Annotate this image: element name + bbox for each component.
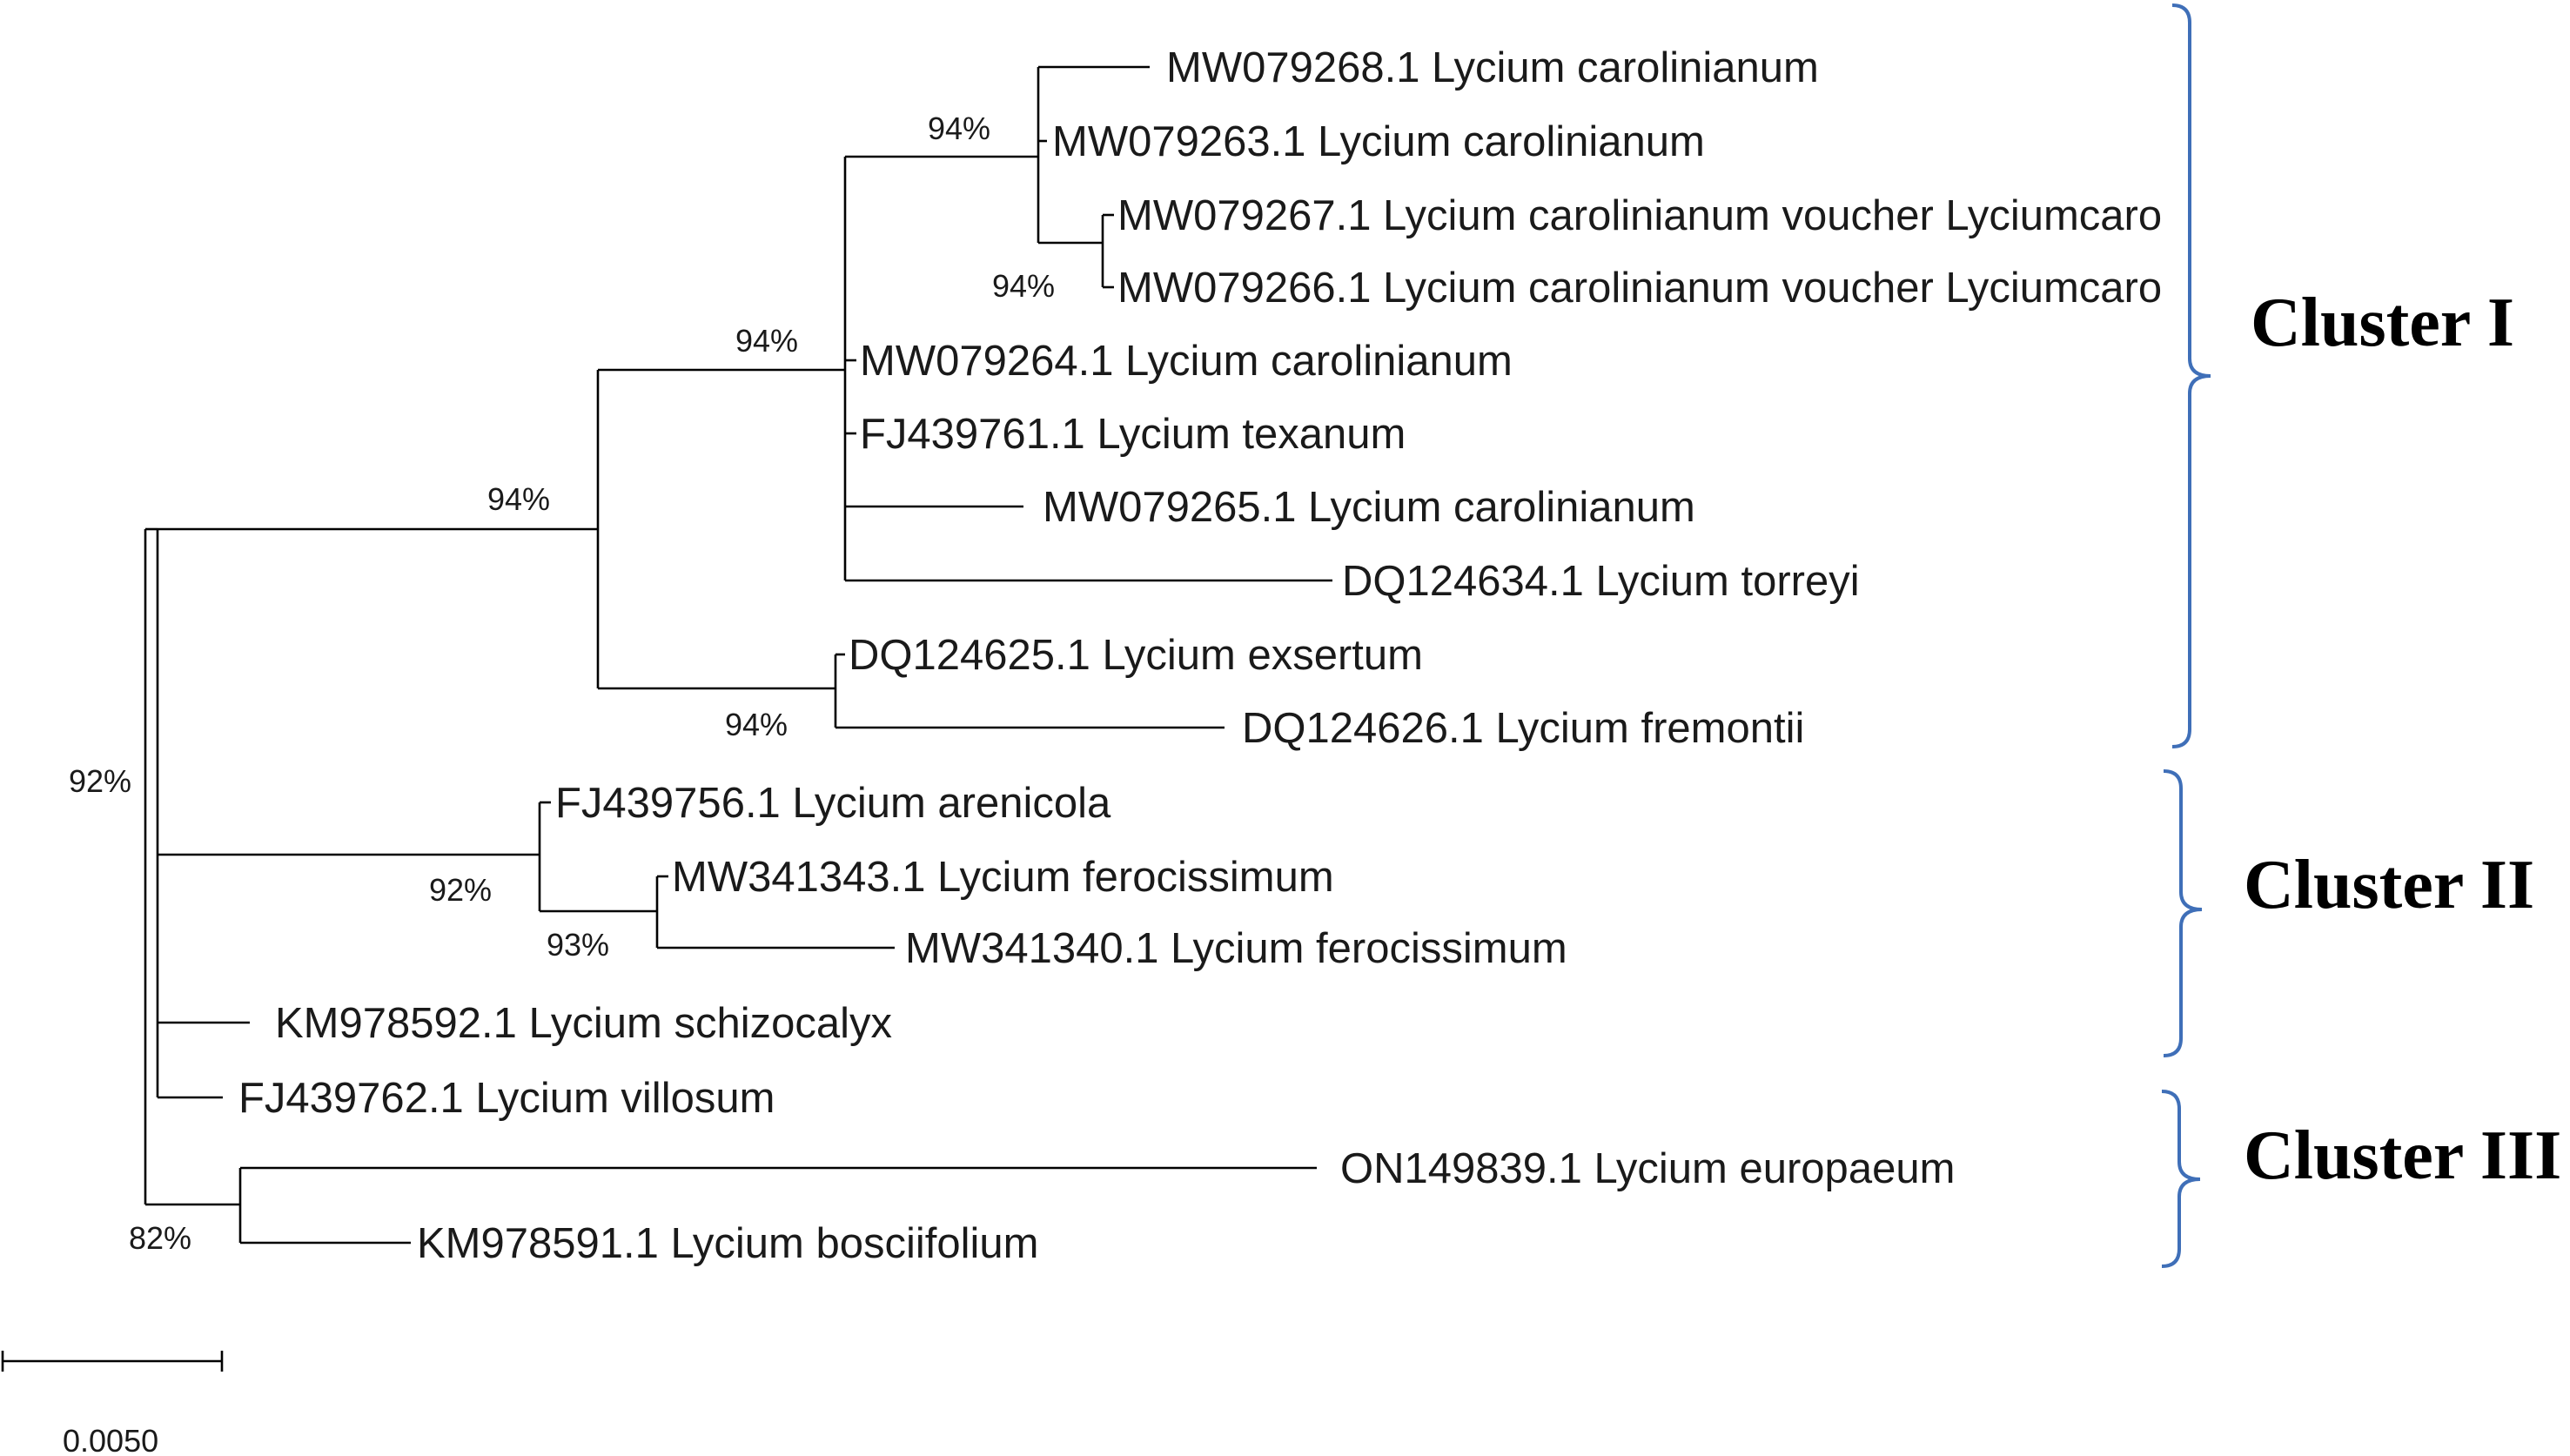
taxon-label: DQ124634.1 Lycium torreyi [1342,558,1860,605]
scale-bar-line [1,1351,224,1372]
taxon-label: FJ439762.1 Lycium villosum [238,1075,775,1122]
bootstrap-labels: 94% 94% 94% 94% 94% 92% 92% 93% 82% [69,111,1055,1256]
cluster-3-brace [2161,1090,2201,1268]
cluster-1-brace [2171,3,2211,748]
taxon-label: ON149839.1 Lycium europaeum [1340,1145,1955,1192]
bootstrap-label: 94% [725,707,788,742]
taxon-label: FJ439761.1 Lycium texanum [860,411,1406,458]
bootstrap-label: 93% [547,927,609,963]
bootstrap-label: 94% [928,111,990,146]
scale-bar-label: 0.0050 [63,1423,158,1456]
cluster-2-label: Cluster II [2244,847,2534,923]
taxon-label: MW079268.1 Lycium carolinianum [1166,44,1819,91]
bootstrap-label: 82% [129,1220,191,1256]
bootstrap-label: 92% [69,763,131,799]
cluster-brackets [2161,3,2211,1268]
scale-bar: 0.0050 [1,1351,224,1456]
taxon-label: MW079266.1 Lycium carolinianum voucher L… [1117,265,2162,312]
taxon-label: FJ439756.1 Lycium arenicola [555,780,1111,827]
taxon-label: MW079267.1 Lycium carolinianum voucher L… [1117,192,2162,239]
cluster-3-label: Cluster III [2244,1117,2561,1194]
taxon-label: MW079265.1 Lycium carolinianum [1043,484,1695,531]
taxon-labels: MW079268.1 Lycium carolinianum MW079263.… [238,44,2162,1267]
taxon-label: MW079263.1 Lycium carolinianum [1052,118,1705,165]
cluster-labels: Cluster I Cluster II Cluster III [2244,285,2561,1194]
cluster-1-label: Cluster I [2251,285,2514,361]
taxon-label: DQ124625.1 Lycium exsertum [849,632,1423,679]
cluster-2-brace [2163,769,2203,1057]
taxon-label: DQ124626.1 Lycium fremontii [1242,705,1804,752]
taxon-label: MW079264.1 Lycium carolinianum [860,338,1513,385]
bootstrap-label: 92% [429,872,492,908]
bootstrap-label: 94% [487,481,550,517]
taxon-label: KM978591.1 Lycium bosciifolium [417,1220,1038,1267]
bootstrap-label: 94% [735,323,798,359]
taxon-label: KM978592.1 Lycium schizocalyx [275,1000,892,1047]
bootstrap-label: 94% [992,268,1055,304]
taxon-label: MW341340.1 Lycium ferocissimum [905,925,1567,972]
tree-branches [144,65,1332,1245]
taxon-label: MW341343.1 Lycium ferocissimum [672,854,1334,901]
